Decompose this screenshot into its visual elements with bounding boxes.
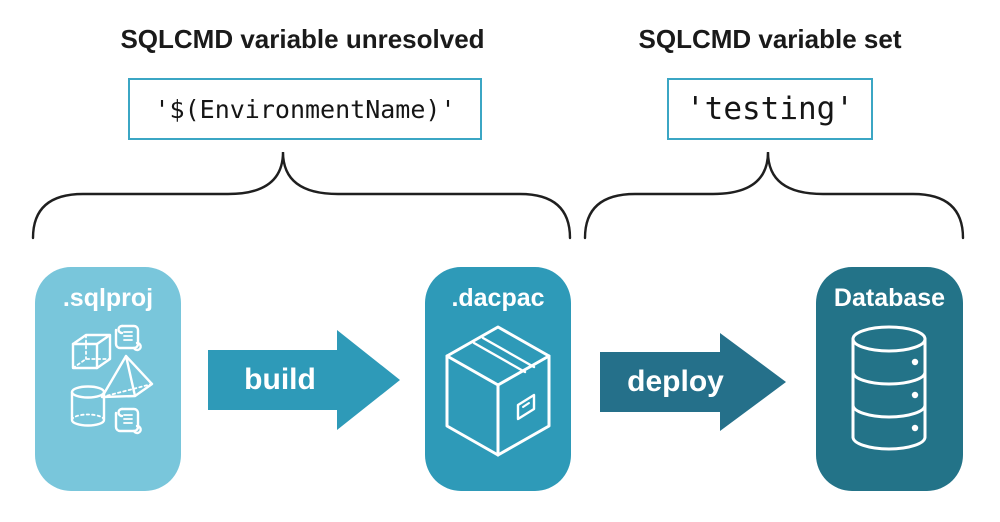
card-database-label: Database <box>833 284 946 312</box>
pyramid-icon <box>100 354 154 399</box>
card-sqlproj: .sqlproj <box>35 267 181 491</box>
value-box-set: 'testing' <box>667 78 873 140</box>
package-box-icon <box>445 325 551 457</box>
cube-icon <box>71 333 112 370</box>
card-dacpac-label: .dacpac <box>451 284 545 312</box>
scroll-icon <box>114 324 142 352</box>
card-database: Database <box>816 267 963 491</box>
heading-sqlcmd-set: SQLCMD variable set <box>638 24 902 54</box>
right-brace <box>583 151 965 240</box>
heading-sqlcmd-unresolved: SQLCMD variable unresolved <box>120 24 485 54</box>
value-set: 'testing' <box>686 91 854 127</box>
card-dacpac: .dacpac <box>425 267 571 491</box>
scroll-icon <box>114 407 142 435</box>
sqlproj-objects-icons <box>70 324 154 435</box>
value-box-unresolved: '$(EnvironmentName)' <box>128 78 482 140</box>
build-arrow-label: build <box>244 363 316 396</box>
value-unresolved: '$(EnvironmentName)' <box>154 94 456 124</box>
database-cylinder-icon <box>851 325 927 451</box>
deploy-arrow-label: deploy <box>627 365 724 398</box>
card-sqlproj-label: .sqlproj <box>62 284 154 312</box>
left-brace <box>31 151 572 240</box>
cylinder-icon <box>70 385 106 427</box>
